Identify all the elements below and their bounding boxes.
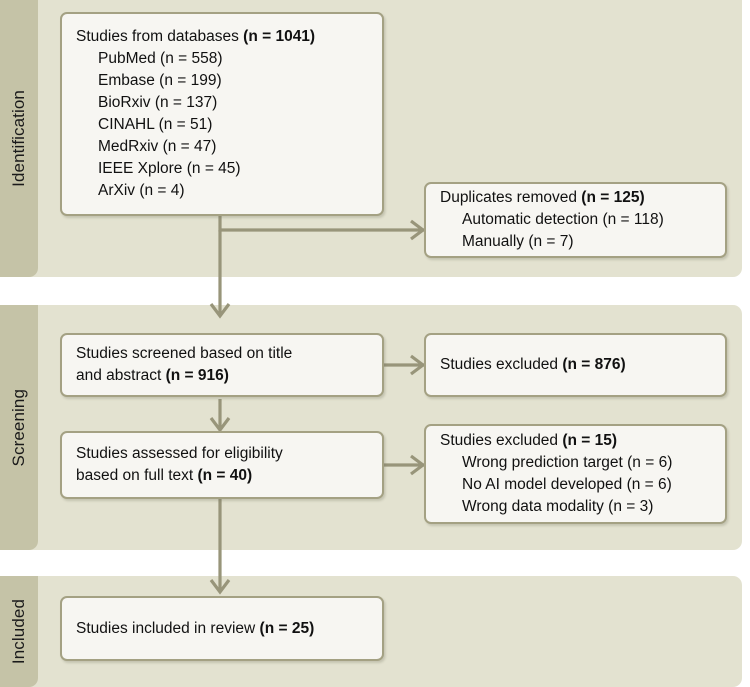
line-cinahl: CINAHL (n = 51) (98, 116, 213, 133)
line-text: Studies included in review (76, 619, 260, 637)
line-bold: (n = 876) (562, 356, 626, 373)
line-excluded-15: Studies excluded (n = 15) (440, 430, 711, 452)
line-duplicates-total: Duplicates removed (n = 125) (440, 187, 711, 209)
line-text: Studies excluded (440, 432, 563, 449)
box-studies-screened-lines: Studies screened based on title and abst… (62, 343, 382, 387)
line-text: based on full text (76, 467, 198, 484)
box-studies-assessed-eligibility[interactable]: Studies assessed for eligibility based o… (60, 431, 384, 499)
line-screened-1: Studies screened based on title (76, 345, 293, 362)
box-studies-screened[interactable]: Studies screened based on title and abst… (60, 333, 384, 397)
line-bold: (n = 25) (259, 619, 315, 637)
box-studies-excluded-title-abstract[interactable]: Studies excluded (n = 876) (424, 333, 727, 397)
line-wrong-prediction-target: Wrong prediction target (n = 6) (462, 454, 673, 471)
box-excluded-876-lines: Studies excluded (n = 876) (426, 354, 725, 376)
line-bold: (n = 125) (581, 189, 645, 206)
box-included-lines: Studies included in review (n = 25) (62, 618, 382, 640)
line-manually: Manually (n = 7) (462, 233, 574, 250)
line-excluded-876: Studies excluded (n = 876) (440, 354, 711, 376)
line-automatic-detection: Automatic detection (n = 118) (462, 211, 664, 228)
line-bold: (n = 916) (165, 367, 229, 384)
box-eligibility-lines: Studies assessed for eligibility based o… (62, 443, 382, 487)
stage-strip-identification (0, 0, 38, 277)
box-studies-excluded-full-text[interactable]: Studies excluded (n = 15) Wrong predicti… (424, 424, 727, 524)
line-embase: Embase (n = 199) (98, 72, 222, 89)
line-bold: (n = 15) (562, 432, 618, 449)
line-databases-total: Studies from databases (n = 1041) (76, 26, 368, 48)
box-duplicates-removed-lines: Duplicates removed (n = 125) Automatic d… (426, 187, 725, 253)
line-no-ai-model: No AI model developed (n = 6) (462, 476, 672, 493)
stage-strip-screening (0, 305, 38, 550)
line-text: and abstract (76, 367, 166, 384)
box-excluded-15-lines: Studies excluded (n = 15) Wrong predicti… (426, 430, 725, 518)
box-studies-included-in-review[interactable]: Studies included in review (n = 25) (60, 596, 384, 661)
box-duplicates-removed[interactable]: Duplicates removed (n = 125) Automatic d… (424, 182, 727, 258)
line-arxiv: ArXiv (n = 4) (98, 182, 185, 199)
line-eligibility-2: based on full text (n = 40) (76, 465, 368, 487)
line-included-total: Studies included in review (n = 25) (76, 618, 368, 640)
stage-strip-included (0, 576, 38, 687)
line-wrong-data-modality: Wrong data modality (n = 3) (462, 498, 654, 515)
box-studies-from-databases[interactable]: Studies from databases (n = 1041) PubMed… (60, 12, 384, 216)
line-bold: (n = 1041) (243, 28, 316, 45)
line-medrxiv: MedRxiv (n = 47) (98, 138, 217, 155)
line-screened-2: and abstract (n = 916) (76, 365, 368, 387)
line-text: Studies excluded (440, 356, 563, 373)
box-studies-from-databases-lines: Studies from databases (n = 1041) PubMed… (62, 26, 382, 202)
line-biorxiv: BioRxiv (n = 137) (98, 94, 218, 111)
line-text: Duplicates removed (440, 189, 582, 206)
line-ieee-xplore: IEEE Xplore (n = 45) (98, 160, 241, 177)
line-bold: (n = 40) (197, 467, 253, 484)
line-text: Studies from databases (76, 28, 244, 45)
line-pubmed: PubMed (n = 558) (98, 50, 223, 67)
line-eligibility-1: Studies assessed for eligibility (76, 445, 283, 462)
